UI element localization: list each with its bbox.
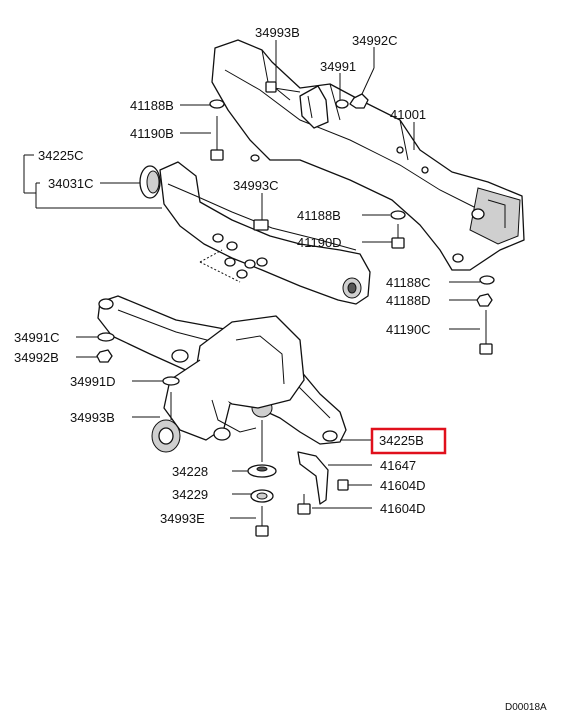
bushing-34031C [139, 165, 161, 199]
hardware-washer-41188B-left [209, 99, 225, 109]
label-41190B[interactable]: 41190B [130, 126, 174, 141]
label-34993C[interactable]: 34993C [233, 178, 279, 193]
hardware-bolt-34993B-top [265, 81, 301, 93]
hardware-nut-41188D [476, 293, 493, 307]
label-34992C[interactable]: 34992C [352, 33, 398, 48]
hardware-washer-34991D [162, 376, 180, 386]
label-41190D[interactable]: 41190D [297, 235, 342, 250]
hardware-washer-34991 [335, 99, 349, 109]
hardware-washer-34229 [250, 489, 274, 503]
hardware-bolt-41190C [479, 310, 493, 355]
label-41647[interactable]: 41647 [380, 458, 416, 473]
hardware-washer-34991C [97, 332, 115, 342]
label-41604D-a[interactable]: 41604D [380, 478, 426, 493]
label-34991[interactable]: 34991 [320, 59, 356, 74]
crossmember-41001 [211, 39, 525, 271]
hardware-washer-41188B-right [390, 210, 406, 220]
hanger-bracket [299, 85, 329, 129]
label-41188C[interactable]: 41188C [386, 275, 431, 290]
hardware-bolt-34993C [253, 204, 269, 231]
label-34991C[interactable]: 34991C [14, 330, 60, 345]
label-34993B-bottom[interactable]: 34993B [70, 410, 115, 425]
label-34228[interactable]: 34228 [172, 464, 208, 479]
selected-part-highlight [370, 427, 447, 455]
callout-labels: 34993B 34992C 34991 41188B 41001 41190B … [14, 25, 431, 526]
label-41188B-right[interactable]: 41188B [297, 208, 341, 223]
label-34031C[interactable]: 34031C [48, 176, 94, 191]
label-34992B[interactable]: 34992B [14, 350, 59, 365]
hardware-washer-41188C [479, 275, 495, 285]
label-34991D[interactable]: 34991D [70, 374, 116, 389]
hardware-bolt-41190D [391, 224, 405, 249]
differential-housing [151, 315, 305, 453]
hardware-nut-34992B [96, 349, 113, 363]
label-41188B-left[interactable]: 41188B [130, 98, 174, 113]
bracket-41647 [297, 451, 329, 505]
diagram-code: D00018A [505, 702, 547, 713]
hardware-bolt-34993E [255, 506, 269, 537]
label-41188D[interactable]: 41188D [386, 293, 431, 308]
label-34993E[interactable]: 34993E [160, 511, 205, 526]
leader-lines [23, 40, 480, 519]
label-34229[interactable]: 34229 [172, 487, 208, 502]
label-41001[interactable]: 41001 [390, 107, 426, 122]
label-41604D-b[interactable]: 41604D [380, 501, 426, 516]
label-41190C[interactable]: 41190C [386, 322, 431, 337]
hardware-bolt-41604D-b [297, 494, 311, 515]
crossmember-34225C [159, 161, 371, 305]
label-34225C[interactable]: 34225C [38, 148, 84, 163]
hardware-bolt-41604D-a [337, 479, 360, 491]
hardware-bolt-41190B [210, 116, 224, 161]
label-34993B-top[interactable]: 34993B [255, 25, 300, 40]
label-34225B[interactable]: 34225B [379, 433, 424, 448]
